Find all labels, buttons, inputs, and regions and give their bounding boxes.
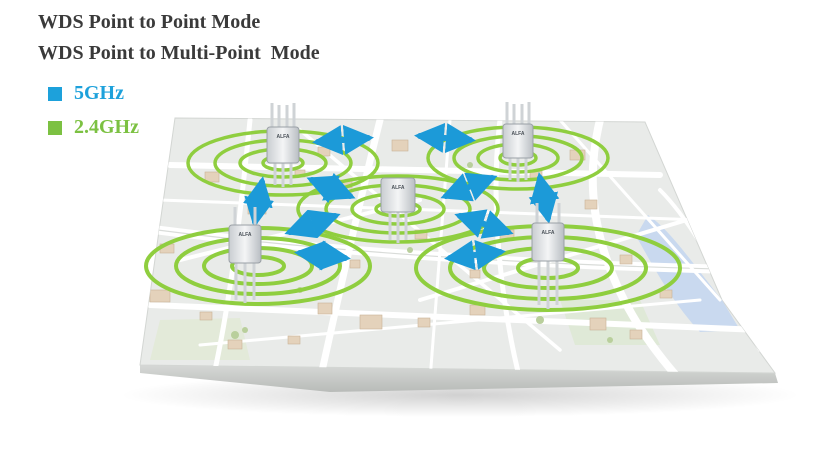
link-arrow-bottom-left-to-center (284, 209, 341, 239)
device-brand-label: ALFA (276, 134, 289, 140)
device-brand-label: ALFA (391, 185, 404, 191)
title-point-to-multipoint: WDS Point to Multi-Point Mode (38, 42, 320, 64)
link-arrow-bottom-center-to-bottom-right (444, 239, 506, 271)
map-edge (140, 365, 778, 392)
link-arrow-top-left-to-center (306, 172, 356, 204)
device-brand-label: ALFA (541, 230, 554, 236)
link-arrow-top-right-to-bottom-right (528, 172, 560, 224)
legend-5ghz: 5GHz (48, 82, 124, 105)
access-point-top-left: ALFA (266, 103, 300, 187)
title-point-to-point: WDS Point to Point Mode (38, 11, 261, 33)
device-brand-label: ALFA (511, 131, 524, 137)
link-arrow-center-to-bottom-right (454, 209, 514, 239)
link-arrow-top-left-to-center-top (312, 124, 374, 156)
legend-24ghz-label: 2.4GHz (74, 116, 139, 138)
access-point-center: ALFA (380, 177, 416, 243)
legend-24ghz-swatch (48, 120, 62, 135)
link-arrow-bottom-left-to-bottom-center (294, 240, 351, 271)
link-arrow-center-top-to-top-right (414, 122, 476, 154)
legend-5ghz-label: 5GHz (74, 82, 124, 104)
access-point-bottom-left: ALFA (228, 207, 262, 303)
device-brand-label: ALFA (238, 232, 251, 238)
legend-5ghz-swatch (48, 86, 62, 101)
access-point-top-right: ALFA (502, 102, 534, 182)
water-area (636, 215, 740, 332)
link-arrow-center-to-top-right (440, 172, 498, 202)
link-arrows (243, 122, 560, 271)
access-point-bottom-right: ALFA (531, 203, 565, 309)
legend-24ghz: 2.4GHz (48, 116, 139, 139)
